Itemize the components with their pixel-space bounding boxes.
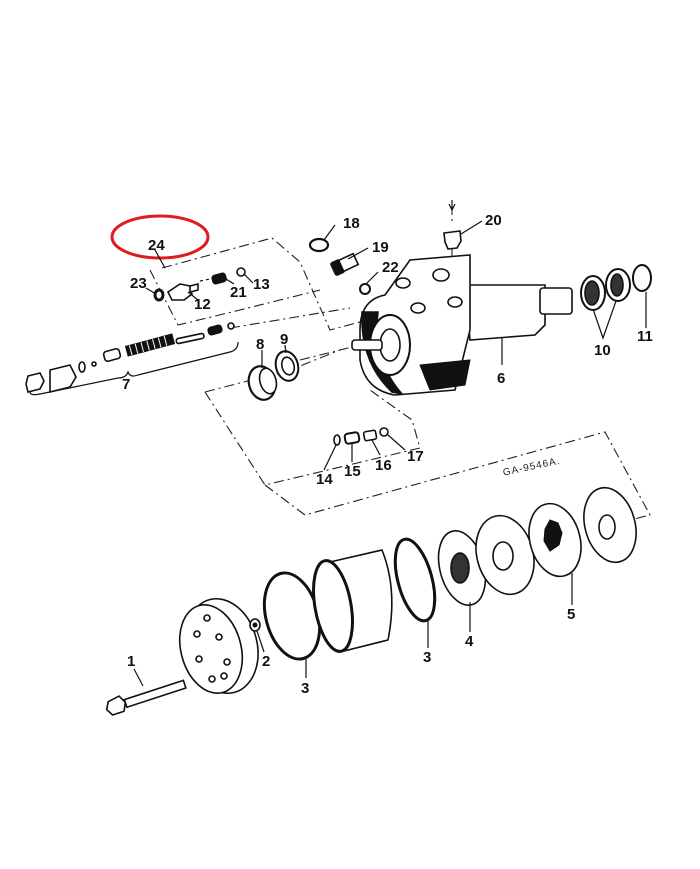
label-6: 6 [497,370,505,387]
label-21: 21 [230,284,247,301]
kit-24-parts [153,267,246,302]
label-8: 8 [256,336,264,353]
leader-lines [133,220,647,687]
label-24: 24 [148,237,165,254]
label-11: 11 [637,328,653,345]
label-9: 9 [280,331,288,348]
label-1: 1 [127,653,135,670]
label-4: 4 [465,633,474,650]
label-17: 17 [407,448,424,465]
label-2: 2 [262,653,270,670]
label-20: 20 [485,212,502,229]
label-19: 19 [372,239,389,256]
label-13: 13 [253,276,270,293]
label-22: 22 [382,259,399,276]
top-fittings [308,200,462,295]
label-5: 5 [567,606,575,623]
label-14: 14 [316,471,333,488]
bearing-8-seal-9 [247,350,300,401]
bearings-10-seal-11 [580,264,652,311]
label-12: 12 [194,296,211,313]
gerotor-stack [105,486,637,716]
spool-assembly-7 [25,322,239,396]
label-15: 15 [344,463,361,480]
label-3-a: 3 [301,680,309,697]
housing-6 [351,254,573,396]
label-3-b: 3 [423,649,431,666]
reference-code: GA-9546A. [502,456,561,479]
label-18: 18 [343,215,360,232]
label-10: 10 [594,342,611,359]
label-23: 23 [130,275,147,292]
label-16: 16 [375,457,392,474]
label-7: 7 [122,376,130,393]
check-group-14-17 [333,427,389,446]
